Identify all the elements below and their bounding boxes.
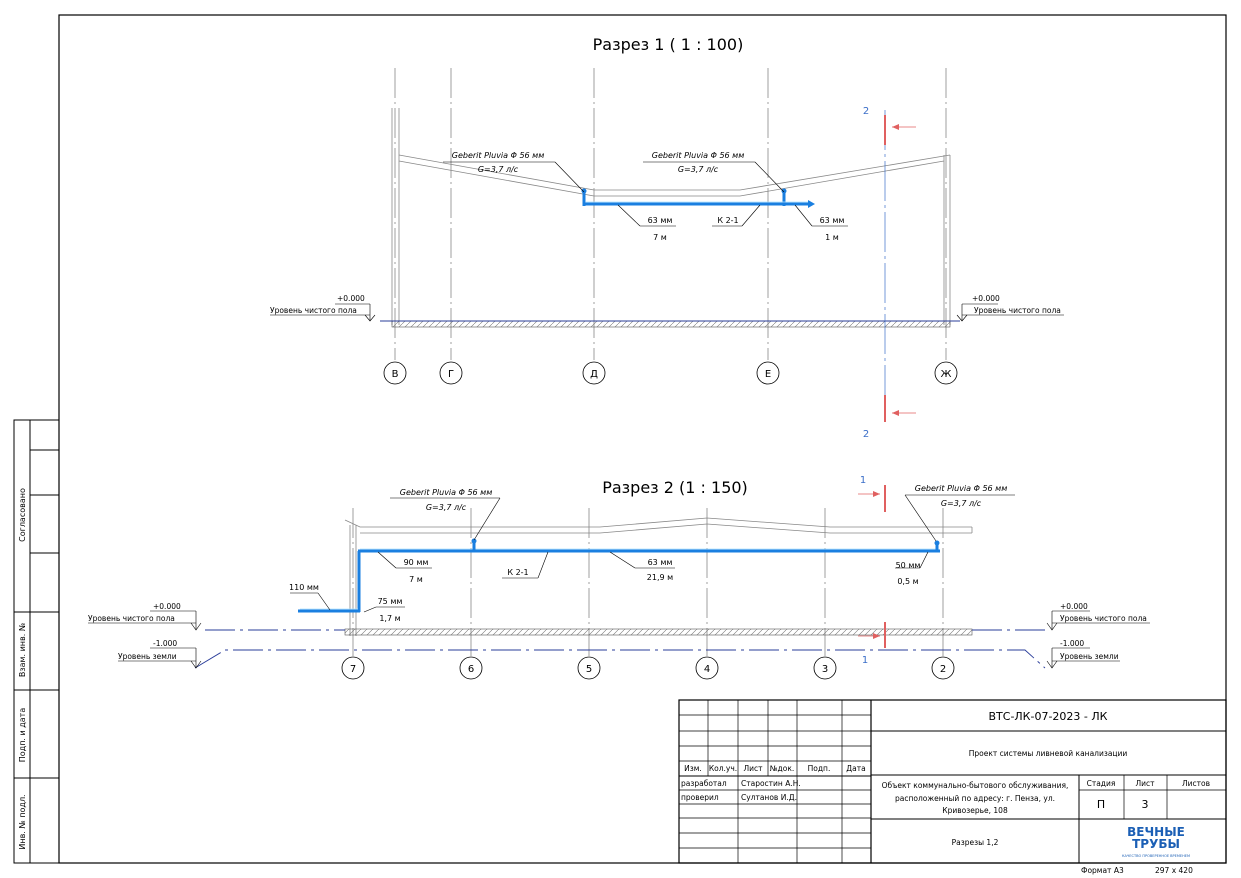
dim-2a-length: 7 м [409,575,423,584]
cut-mark-2-top: 2 [863,106,869,117]
cut-mark-1-bottom: 1 [862,655,868,666]
object-line-1: Объект коммунально-бытового обслуживания… [882,781,1069,790]
roof-outline-2 [344,517,973,534]
section-2: Разрез 2 (1 : 150) [88,478,1150,680]
dim-2a-diameter: 90 мм [404,558,429,567]
sheet-size: 297 х 420 [1155,866,1193,875]
header-podp: Подп. [808,764,831,773]
pipe-label-2a-line1: Geberit Pluvia Φ 56 мм [400,488,492,497]
stage-header-stadiya: Стадия [1087,779,1116,788]
riser-label-1: К 2-1 [717,216,738,225]
level-2-left-ground-label: Уровень земли [118,652,177,661]
company-logo: ВЕЧНЫЕ ТРУБЫ КАЧЕСТВО ПРОВЕРЕННОЕ ВРЕМЕН… [1122,825,1190,858]
side-stamp-sign-date: Подп. и дата [18,708,27,763]
axis-bubble-7: 7 [350,664,356,675]
axis-bubble-d: Д [590,369,598,380]
side-stamp-replace-inv: Взам. инв. № [18,622,27,677]
dim-2b-diameter: 63 мм [648,558,673,567]
dim-2b-length: 21,9 м [647,573,673,582]
cut-mark-2-bottom: 2 [863,429,869,440]
floor-slab-2 [344,628,973,636]
level-2-right-floor-value: +0.000 [1060,602,1088,611]
stage-header-list: Лист [1135,779,1155,788]
pipe-label-2a-line2: G=3,7 л/с [426,503,467,512]
dim-1b-length: 1 м [825,233,839,242]
row-checker-name: Султанов И.Д. [741,793,797,802]
cut-mark-1-top: 1 [860,475,866,486]
sheet-number: 3 [1142,798,1149,811]
level-2-left-floor-value: +0.000 [153,602,181,611]
object-line-2: расположенный по адресу: г. Пенза, ул. [895,794,1055,803]
pipe-label-1a-line1: Geberit Pluvia Φ 56 мм [452,151,544,160]
header-izm: Изм. [684,764,702,773]
dim-2c-diameter: 50 мм [896,561,921,570]
header-data: Дата [846,764,865,773]
sheet-title: Разрезы 1,2 [952,838,999,847]
title-block [678,699,1227,864]
side-stamp-inv-orig: Инв. № подл. [18,794,27,849]
cut-line-2 [884,110,916,422]
axis-bubble-3: 3 [822,664,828,675]
dim-2e-diameter: 110 мм [289,583,319,592]
stage-value: П [1097,798,1105,811]
drain-pipe-2 [298,538,940,613]
level-2-left-ground-value: -1.000 [153,639,177,648]
level-1-left-value: +0.000 [337,294,365,303]
side-stamp-approved: Согласовано [18,488,27,542]
level-2-left-floor-label: Уровень чистого пола [88,614,175,623]
level-2-right-floor-label: Уровень чистого пола [1060,614,1147,623]
logo-tagline: КАЧЕСТВО ПРОВЕРЕННОЕ ВРЕМЕНЕМ [1122,854,1190,858]
pipe-label-1a-line2: G=3,7 л/с [478,165,519,174]
header-list: Лист [743,764,763,773]
dim-1-length: 7 м [653,233,667,242]
doc-code: ВТС-ЛК-07-2023 - ЛК [989,710,1108,723]
section-1-title: Разрез 1 ( 1 : 100) [593,35,744,54]
floor-slab-1 [391,320,951,328]
side-stamp [13,419,60,864]
axis-bubble-6: 6 [468,664,474,675]
logo-line-2: ТРУБЫ [1132,837,1180,851]
level-1-left-label: Уровень чистого пола [270,306,357,315]
roof-outline-1 [398,154,951,197]
axis-bubble-5: 5 [586,664,592,675]
row-checker-role: проверил [681,793,719,802]
pipe-label-2b-line2: G=3,7 л/с [941,499,982,508]
header-ndok: №док. [770,764,795,773]
level-2-right-ground-value: -1.000 [1060,639,1084,648]
sheet-format: Формат А3 [1081,866,1124,875]
section-1: Разрез 1 ( 1 : 100) [270,35,1064,385]
pipe-label-1b-line1: Geberit Pluvia Φ 56 мм [652,151,744,160]
level-1-right-value: +0.000 [972,294,1000,303]
level-1-right-label: Уровень чистого пола [974,306,1061,315]
project-name: Проект системы ливневой канализации [969,749,1128,758]
sheet-frame [58,14,1227,864]
axis-bubble-v: В [392,369,399,380]
row-developer-role: разработал [681,779,727,788]
axis-bubble-zh: Ж [941,369,952,380]
logo-line-1: ВЕЧНЫЕ [1127,825,1185,839]
dim-1b-diameter: 63 мм [820,216,845,225]
cut-line-1 [858,485,886,648]
drain-pipe-1 [581,188,815,208]
pipe-label-2b-line1: Geberit Pluvia Φ 56 мм [915,484,1007,493]
dim-2d-length: 1,7 м [379,614,400,623]
pipe-label-1b-line2: G=3,7 л/с [678,165,719,174]
dim-1-diameter: 63 мм [648,216,673,225]
dim-2d-diameter: 75 мм [378,597,403,606]
header-koluch: Кол.уч. [709,764,737,773]
section-2-title: Разрез 2 (1 : 150) [602,478,748,497]
dim-2c-length: 0,5 м [897,577,918,586]
axis-bubble-2: 2 [940,664,946,675]
row-developer-name: Старостин А.Н. [741,779,801,788]
level-2-right-ground-label: Уровень земли [1060,652,1119,661]
axis-bubble-e: Е [765,369,771,380]
riser-label-2: К 2-1 [507,568,528,577]
axis-bubble-4: 4 [704,664,710,675]
object-line-3: Кривозерье, 108 [942,806,1008,815]
axis-bubble-g: Г [448,369,454,380]
stage-header-listov: Листов [1182,779,1210,788]
